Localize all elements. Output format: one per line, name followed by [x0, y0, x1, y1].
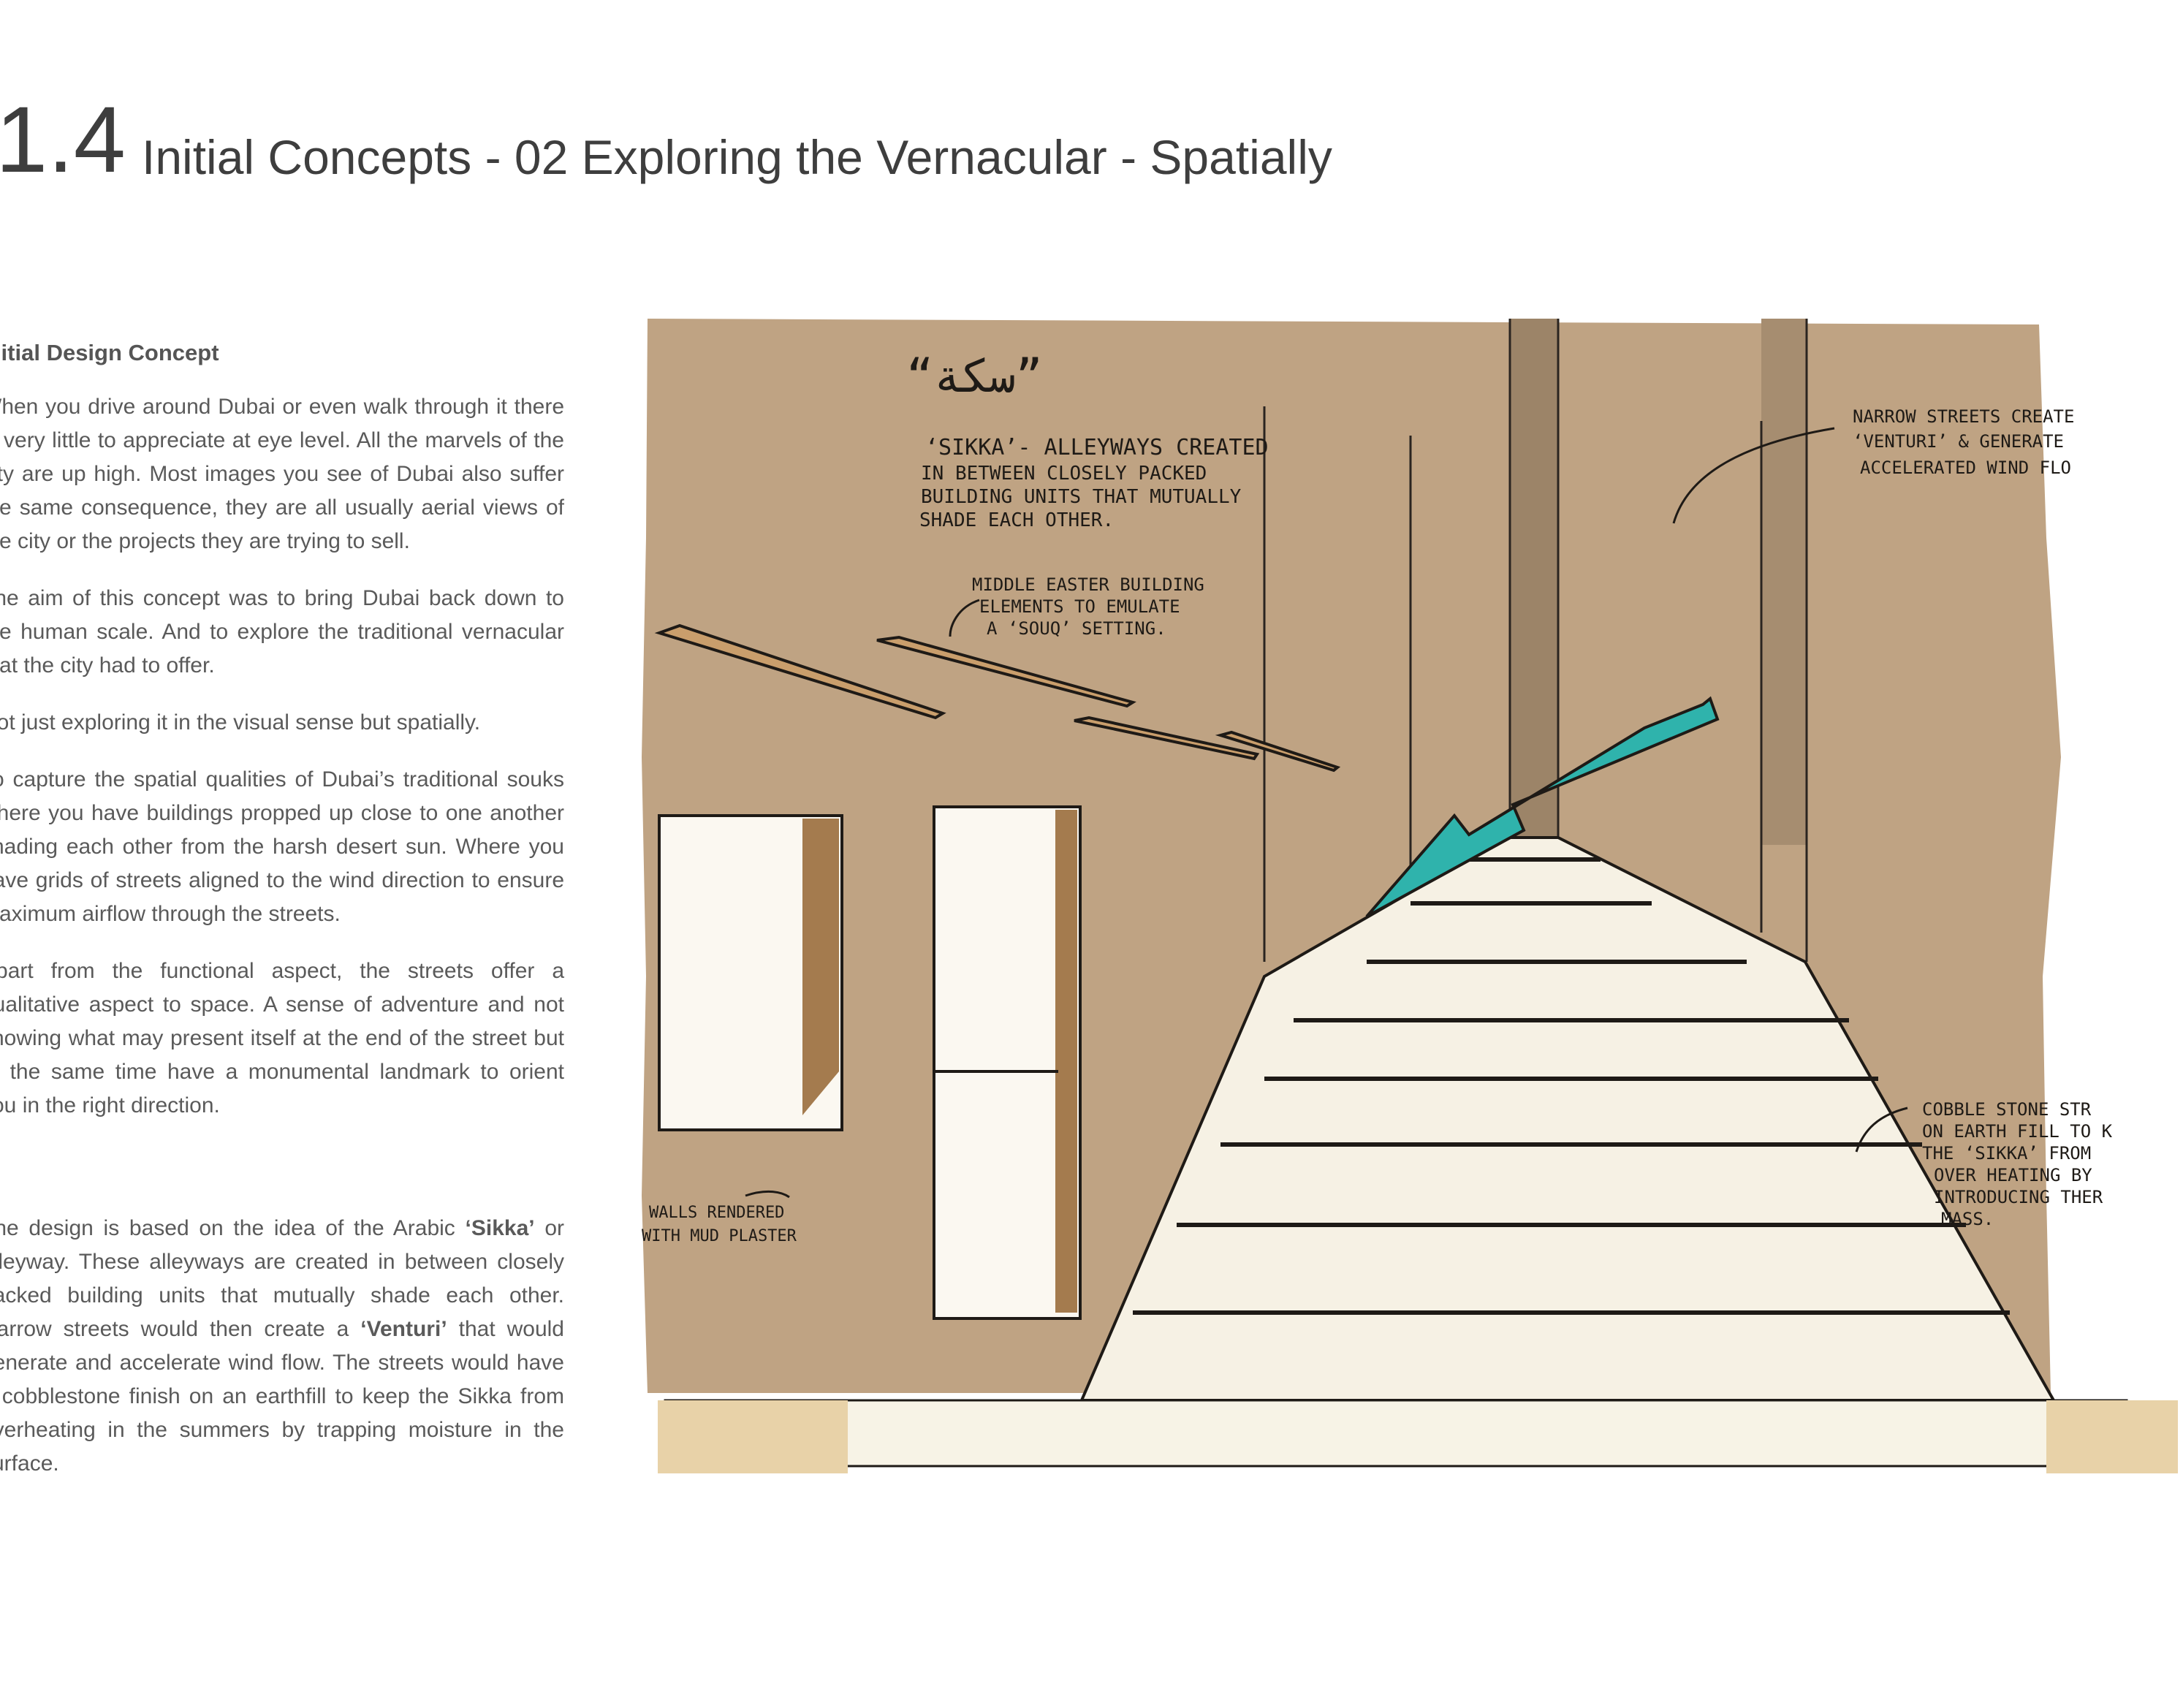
- window-shade: [802, 819, 839, 1115]
- shadow-strip: [1761, 319, 1807, 845]
- ground-section: [664, 1399, 2128, 1468]
- sikka-note-4: SHADE EACH OTHER.: [919, 509, 1114, 531]
- sikka-note-2: IN BETWEEN CLOSELY PACKED: [921, 463, 1207, 485]
- sikka-term: ‘Sikka’: [465, 1216, 535, 1240]
- sikka-note-1: ‘SIKKA’- ALLEYWAYS CREATED: [925, 435, 1269, 460]
- souq-note-1: MIDDLE EASTER BUILDING: [972, 574, 1204, 595]
- arabic-label: “سكة”: [906, 349, 1043, 403]
- door-shade: [1055, 810, 1077, 1313]
- walls-note-2: WITH MUD PLASTER: [642, 1227, 797, 1245]
- paragraph-6: The design is based on the idea of the A…: [0, 1212, 564, 1481]
- venturi-note-3: ACCELERATED WIND FLO: [1860, 458, 2071, 478]
- cobble-lines: [1133, 857, 2010, 1315]
- venturi-note-2: ‘VENTURI’ & GENERATE: [1853, 431, 2064, 452]
- sikka-note-3: BUILDING UNITS THAT MUTUALLY: [921, 486, 1242, 508]
- p6-part-a: The design is based on the idea of the A…: [0, 1216, 466, 1240]
- cobble-note-2: ON EARTH FILL TO K: [1922, 1121, 2113, 1142]
- cobble-note-4: OVER HEATING BY: [1934, 1165, 2092, 1185]
- cobble-note-3: THE ‘SIKKA’ FROM: [1922, 1143, 2091, 1164]
- walls-note-1: WALLS RENDERED: [649, 1204, 784, 1222]
- souq-note-2: ELEMENTS TO EMULATE: [979, 596, 1180, 617]
- wind-arrow[interactable]: [1365, 696, 1720, 918]
- paragraph-2: The aim of this concept was to bring Dub…: [0, 586, 564, 677]
- paragraph-3: Not just exploring it in the visual sens…: [0, 710, 481, 735]
- cobble-note-1: COBBLE STONE STR: [1922, 1099, 2092, 1120]
- venturi-term: ‘Venturi’: [360, 1317, 447, 1341]
- paragraph-1: When you drive around Dubai or even walk…: [0, 395, 564, 553]
- p6-part-c: or alleyway. These alleyways are created…: [0, 1216, 564, 1341]
- ground-left: [658, 1400, 848, 1473]
- spacer: [0, 1146, 564, 1212]
- souq-poles: [654, 623, 1341, 773]
- cobble-note-6: MASS.: [1941, 1209, 1994, 1229]
- shadow-strip: [1510, 319, 1558, 845]
- ground-right: [2046, 1400, 2178, 1473]
- venturi-note-1: NARROW STREETS CREATE: [1853, 406, 2074, 427]
- p6-part-e: that would generate and accelerate wind …: [0, 1317, 564, 1476]
- section-heading: Initial Design Concept: [0, 340, 219, 365]
- section-number: 1.4: [0, 88, 126, 192]
- cobble-note-5: INTRODUCING THER: [1934, 1187, 2103, 1207]
- sikka-sketch: “سكة” ‘SIKKA’- ALLEYWAYS CREATED IN BETW…: [642, 319, 2178, 1473]
- paragraph-4: To capture the spatial qualities of Duba…: [0, 767, 564, 926]
- paragraph-5: Apart from the functional aspect, the st…: [0, 959, 564, 1117]
- souq-note-3: A ‘SOUQ’ SETTING.: [987, 618, 1166, 639]
- page-title: Initial Concepts - 02 Exploring the Vern…: [142, 130, 1332, 184]
- text-column: Initial Design Concept When you drive ar…: [0, 336, 564, 1504]
